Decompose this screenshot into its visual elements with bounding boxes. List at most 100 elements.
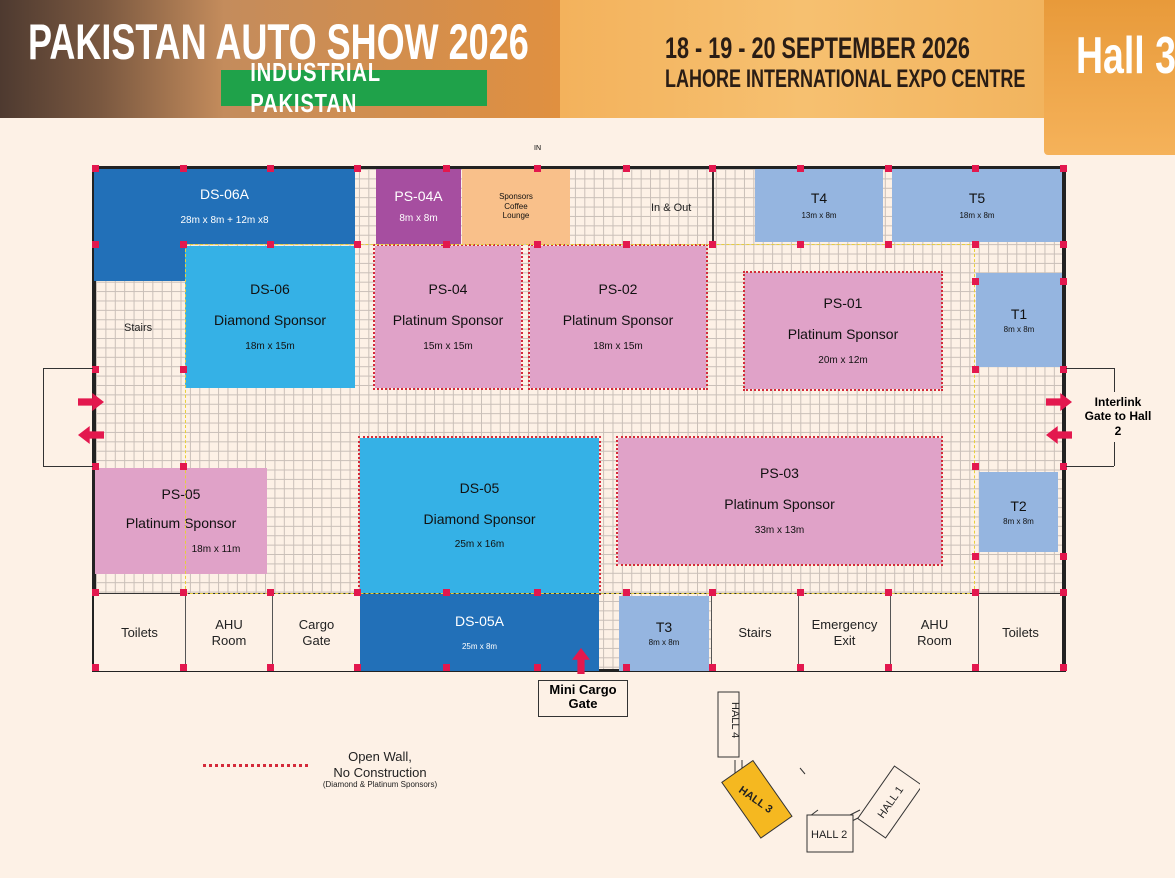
column-marker [534, 165, 541, 172]
column-marker [1060, 589, 1067, 596]
column-marker [267, 165, 274, 172]
hall1-block [857, 765, 920, 839]
mini-cargo-gate[interactable]: Mini Cargo Gate [538, 680, 628, 717]
column-marker [709, 241, 716, 248]
hall3-block [721, 759, 793, 839]
column-marker [443, 589, 450, 596]
column-marker [623, 589, 630, 596]
column-marker [267, 241, 274, 248]
column-marker [534, 589, 541, 596]
column-marker [180, 664, 187, 671]
legend-open-wall-line [203, 764, 308, 767]
column-marker [1060, 463, 1067, 470]
in-out-label: In & Out [651, 202, 692, 214]
column-marker [885, 241, 892, 248]
column-marker [443, 165, 450, 172]
entry-in-label: IN [534, 145, 541, 152]
interlink-gate-label[interactable]: Interlink Gate to Hall 2 [1084, 395, 1152, 438]
column-marker [180, 241, 187, 248]
column-marker [972, 553, 979, 560]
booth-ds06a-annex [94, 244, 185, 281]
column-marker [623, 165, 630, 172]
column-marker [92, 463, 99, 470]
column-marker [709, 589, 716, 596]
column-marker [92, 664, 99, 671]
column-marker [797, 241, 804, 248]
column-marker [709, 664, 716, 671]
column-marker [972, 664, 979, 671]
column-marker [354, 664, 361, 671]
column-marker [623, 664, 630, 671]
wall [712, 169, 714, 244]
gate-bracket [43, 368, 93, 369]
event-title: PAKISTAN AUTO SHOW 2026 [28, 14, 529, 70]
column-marker [885, 589, 892, 596]
ahu-room-right: AHU Room [890, 594, 978, 671]
column-marker [534, 241, 541, 248]
column-marker [267, 664, 274, 671]
stairs-label: Stairs [124, 322, 153, 334]
column-marker [972, 589, 979, 596]
hall2-block [806, 814, 854, 853]
column-marker [92, 366, 99, 373]
gate-bracket [43, 466, 93, 467]
column-marker [885, 664, 892, 671]
toilets-right: Toilets [978, 594, 1062, 671]
gate-bracket [1114, 368, 1115, 392]
column-marker [180, 463, 187, 470]
column-marker [354, 241, 361, 248]
header-event-info-bg [560, 0, 1045, 118]
hall2-label: HALL 2 [811, 829, 847, 841]
column-marker [623, 241, 630, 248]
column-marker [972, 278, 979, 285]
column-marker [797, 589, 804, 596]
hall4-label: HALL 4 [729, 702, 741, 738]
column-marker [1060, 241, 1067, 248]
column-marker [1060, 664, 1067, 671]
gate-bracket [1066, 368, 1114, 369]
stairs-bottom: Stairs [711, 594, 798, 671]
column-marker [1060, 553, 1067, 560]
hall-tab [1044, 0, 1175, 155]
column-marker [972, 241, 979, 248]
emergency-exit[interactable]: Emergency Exit [798, 594, 890, 671]
hall-key-map: HALL 4 HALL 3 HALL 2 HALL 1 [717, 691, 920, 853]
column-marker [180, 366, 187, 373]
column-marker [885, 165, 892, 172]
column-marker [972, 463, 979, 470]
column-marker [972, 165, 979, 172]
column-marker [92, 589, 99, 596]
column-marker [972, 366, 979, 373]
column-marker [1060, 366, 1067, 373]
column-marker [180, 165, 187, 172]
column-marker [1060, 165, 1067, 172]
sponsors-coffee-lounge[interactable]: Sponsors Coffee Lounge [462, 169, 570, 244]
hall-label: Hall 3 [1076, 27, 1175, 85]
column-marker [92, 165, 99, 172]
gate-bracket [43, 368, 44, 466]
column-marker [267, 589, 274, 596]
hall4-block [717, 691, 740, 758]
column-marker [92, 241, 99, 248]
column-marker [709, 165, 716, 172]
gate-bracket [1066, 466, 1114, 467]
column-marker [354, 589, 361, 596]
cargo-gate[interactable]: Cargo Gate [272, 594, 360, 671]
column-marker [443, 241, 450, 248]
